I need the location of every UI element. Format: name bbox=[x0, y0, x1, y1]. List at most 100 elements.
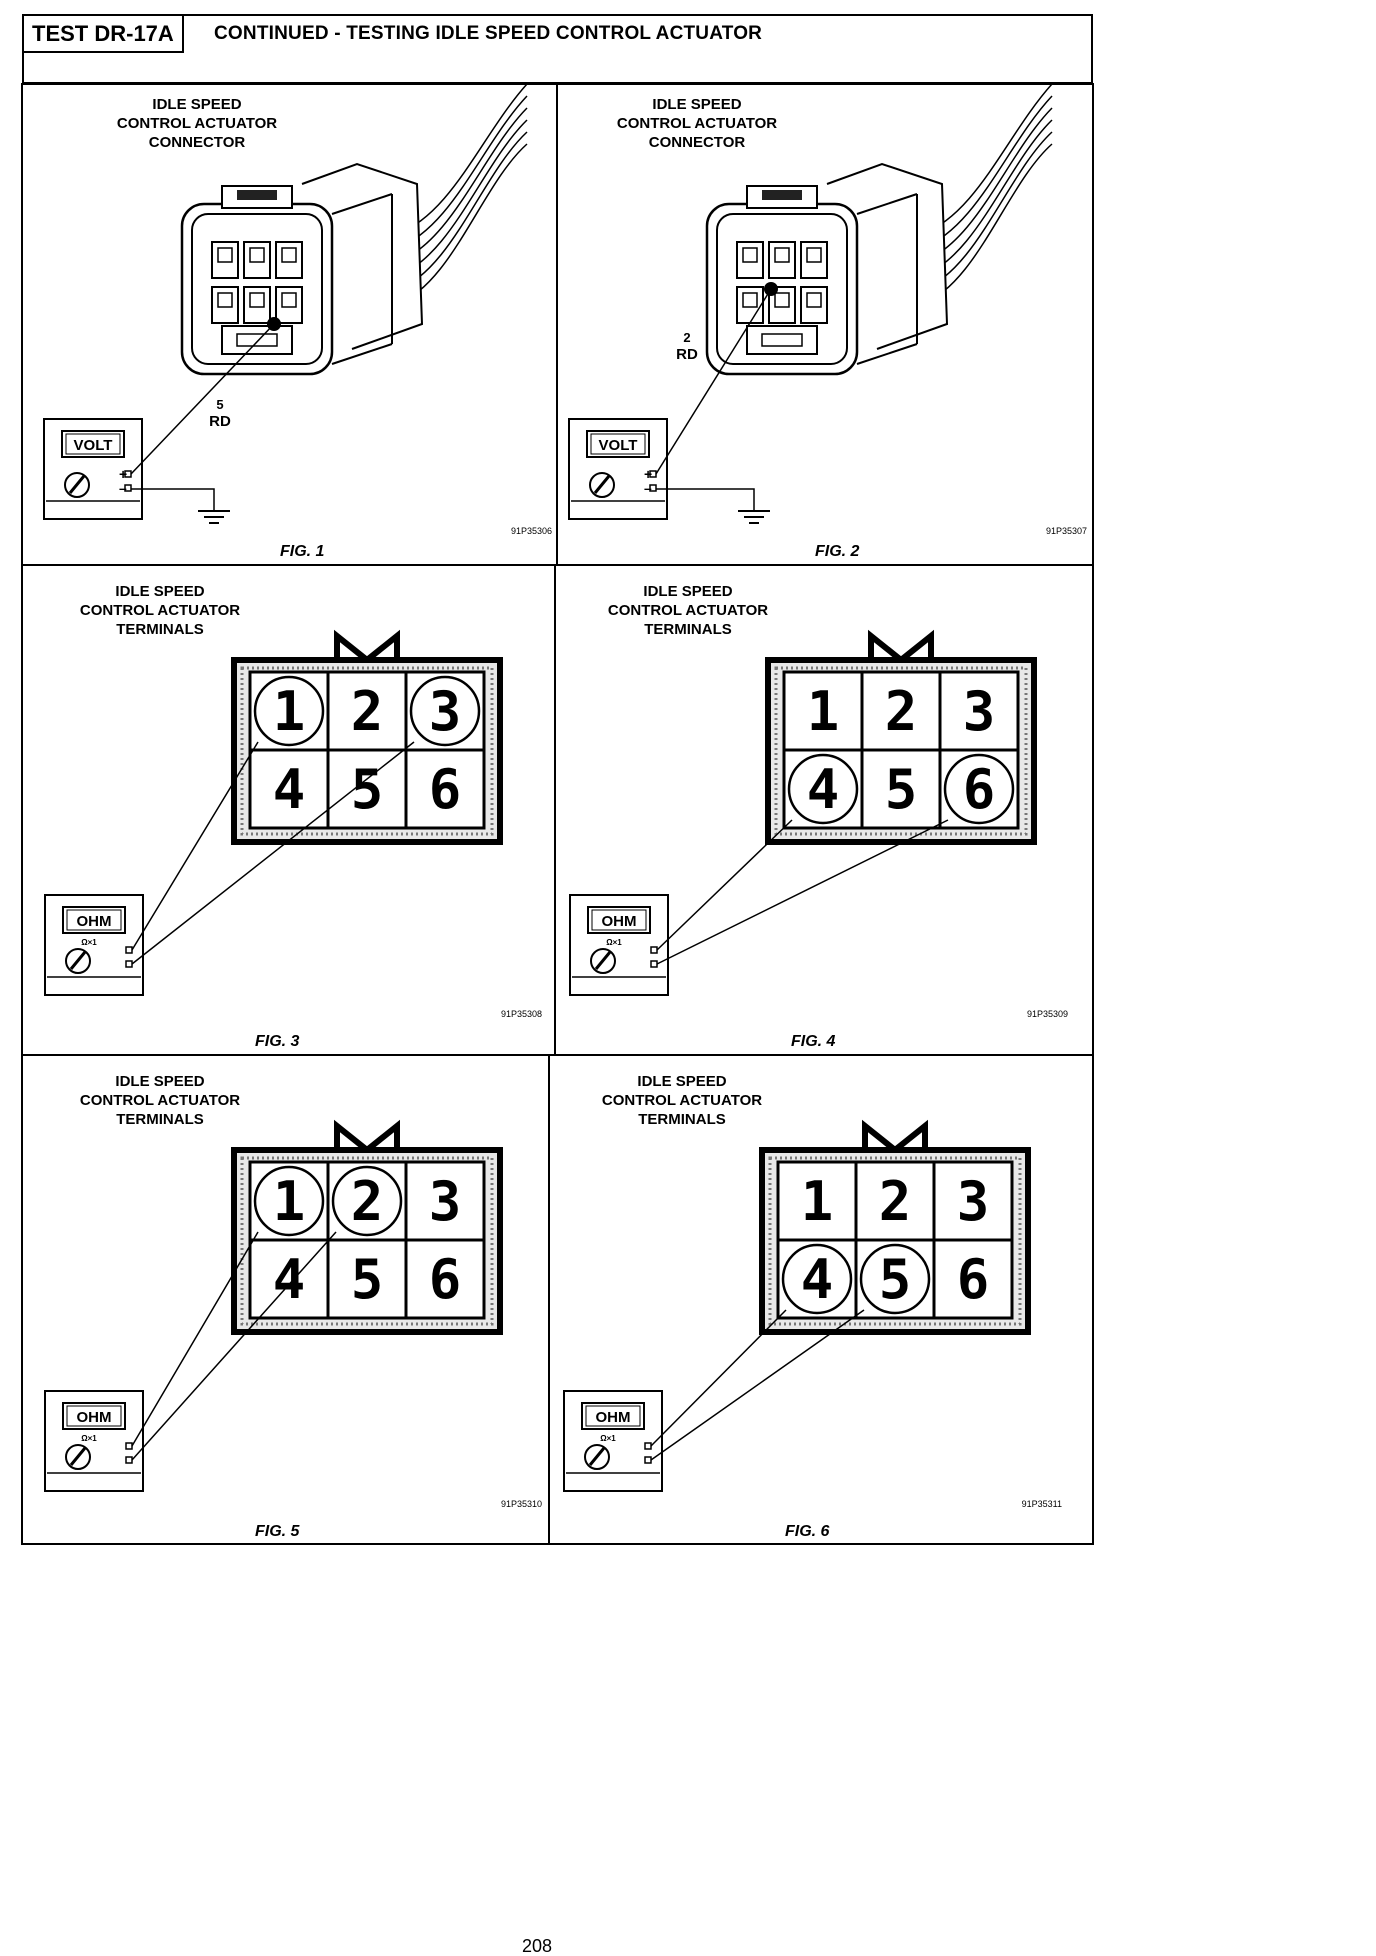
figure-code: 91P35308 bbox=[501, 1009, 542, 1019]
connector-latch-slot bbox=[762, 190, 802, 200]
terminal-number: 5 bbox=[351, 758, 384, 821]
terminal-cell bbox=[938, 748, 1020, 830]
terminal-number: 5 bbox=[879, 1248, 912, 1311]
terminal-number: 2 bbox=[879, 1170, 912, 1233]
wire-number: 5 bbox=[216, 397, 223, 412]
component-label: TERMINALS bbox=[116, 621, 204, 638]
figure-code: 91P35311 bbox=[1022, 1499, 1062, 1509]
connector-edge bbox=[331, 193, 393, 215]
dial-pointer bbox=[69, 1447, 87, 1466]
meter-display bbox=[61, 430, 125, 458]
connector-key bbox=[221, 325, 293, 355]
probed-terminal-circle bbox=[859, 1243, 931, 1315]
meter-label: OHM bbox=[77, 1409, 112, 1426]
meter-display bbox=[62, 1402, 126, 1430]
meter-label: VOLT bbox=[599, 437, 638, 454]
component-label: TERMINALS bbox=[644, 621, 732, 638]
meter-display bbox=[62, 906, 126, 934]
terminal-cavity bbox=[800, 286, 828, 324]
jack-positive-icon bbox=[125, 946, 133, 954]
terminal-pin bbox=[249, 292, 265, 308]
component-label: CONTROL ACTUATOR bbox=[80, 602, 240, 619]
probed-terminal-circle bbox=[253, 1165, 325, 1237]
figure-caption: FIG. 5 bbox=[255, 1523, 301, 1540]
terminal-cell bbox=[404, 748, 486, 830]
jack-negative-icon bbox=[650, 960, 658, 968]
test-lead bbox=[130, 323, 275, 475]
jack-positive-icon bbox=[125, 1442, 133, 1450]
figure-caption: FIG. 6 bbox=[785, 1523, 830, 1540]
dial-pointer bbox=[594, 951, 612, 970]
component-label: IDLE SPEED bbox=[115, 583, 204, 600]
dial-pointer bbox=[593, 475, 611, 494]
terminal-block-stipple bbox=[774, 666, 1028, 836]
component-label: IDLE SPEED bbox=[652, 96, 741, 113]
terminal-number: 1 bbox=[273, 1170, 306, 1233]
connector-edge bbox=[331, 343, 393, 365]
terminal-number: 1 bbox=[801, 1170, 834, 1233]
component-label: TERMINALS bbox=[638, 1111, 726, 1128]
terminal-number: 3 bbox=[957, 1170, 990, 1233]
ground-lead bbox=[656, 488, 755, 511]
terminal-pin bbox=[774, 292, 790, 308]
figure-caption: FIG. 1 bbox=[280, 543, 325, 560]
dial-pointer bbox=[588, 1447, 606, 1466]
figure-code: 91P35309 bbox=[1027, 1009, 1068, 1019]
terminal-number: 3 bbox=[429, 680, 462, 743]
terminal-pin bbox=[217, 292, 233, 308]
probed-terminal-circle bbox=[253, 675, 325, 747]
terminal-cell bbox=[326, 748, 408, 830]
figure-caption: FIG. 4 bbox=[791, 1033, 836, 1050]
meter-display-inner bbox=[591, 909, 647, 931]
terminal-number: 4 bbox=[801, 1248, 834, 1311]
terminal-cell bbox=[782, 748, 864, 830]
connector-edge bbox=[856, 193, 918, 215]
terminal-number: 5 bbox=[885, 758, 918, 821]
meter-label: OHM bbox=[602, 913, 637, 930]
terminal-pin bbox=[249, 247, 265, 263]
terminal-block-stipple bbox=[240, 666, 494, 836]
connector-key-slot bbox=[236, 333, 278, 347]
terminal-number: 6 bbox=[957, 1248, 990, 1311]
component-label: IDLE SPEED bbox=[637, 1073, 726, 1090]
terminal-number: 3 bbox=[429, 1170, 462, 1233]
meter-display-inner bbox=[585, 1405, 641, 1427]
jack-negative-icon bbox=[125, 1456, 133, 1464]
component-label: TERMINALS bbox=[116, 1111, 204, 1128]
dial-pointer bbox=[68, 475, 86, 494]
positive-sign: + bbox=[119, 466, 127, 482]
terminal-cell bbox=[860, 670, 942, 752]
component-label: CONNECTOR bbox=[649, 134, 746, 151]
meter-range-label: Ω×1 bbox=[81, 938, 97, 947]
terminal-cell bbox=[854, 1238, 936, 1320]
page-number: 208 bbox=[522, 1936, 553, 1956]
manual-page: TEST DR-17A CONTINUED - TESTING IDLE SPE… bbox=[21, 14, 1094, 1956]
multimeter-body bbox=[568, 418, 668, 520]
test-lead bbox=[131, 741, 415, 965]
component-label: CONNECTOR bbox=[149, 134, 246, 151]
terminal-number: 2 bbox=[351, 1170, 384, 1233]
test-lead bbox=[656, 819, 949, 965]
meter-range-label: Ω×1 bbox=[600, 1434, 616, 1443]
terminal-block-stipple bbox=[240, 1156, 494, 1326]
probed-terminal-circle bbox=[331, 1165, 403, 1237]
terminal-pin bbox=[281, 292, 297, 308]
probe-tip-icon bbox=[267, 317, 281, 331]
meter-label: VOLT bbox=[74, 437, 113, 454]
terminal-cell bbox=[248, 670, 330, 752]
connector-key-slot bbox=[761, 333, 803, 347]
terminal-number: 6 bbox=[429, 758, 462, 821]
jack-negative-icon bbox=[649, 484, 657, 492]
figure-code: 91P35310 bbox=[501, 1499, 542, 1509]
terminal-number: 2 bbox=[885, 680, 918, 743]
terminal-cell bbox=[938, 670, 1020, 752]
terminal-number: 4 bbox=[273, 1248, 306, 1311]
meter-display-inner bbox=[590, 433, 646, 455]
meter-label: OHM bbox=[77, 913, 112, 930]
test-id: TEST DR-17A bbox=[24, 16, 184, 53]
component-label: CONTROL ACTUATOR bbox=[608, 602, 768, 619]
jack-positive-icon bbox=[644, 1442, 652, 1450]
test-lead bbox=[656, 819, 793, 951]
wire-color: RD bbox=[676, 346, 698, 363]
